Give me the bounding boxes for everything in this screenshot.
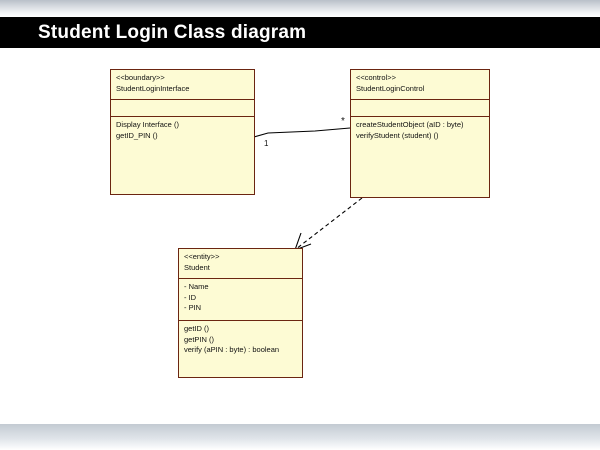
association-target-multiplicity: * [341,116,345,127]
class-attribute: - ID [184,292,197,302]
dependency-control-entity [294,197,363,251]
class-stereotype: <<entity>> [184,252,220,261]
class-operation: Display Interface () [116,120,179,129]
class-operation: verifyStudent (student) () [356,130,439,140]
class-box-studentlogincontrol[interactable]: <<control>> StudentLoginControl createSt… [350,69,490,198]
class-name: StudentLoginInterface [116,83,190,93]
class-attribute: - PIN [184,303,202,312]
class-attributes-student: - Name - ID - PIN [179,278,302,320]
class-attributes-studentlogincontrol [351,99,489,116]
class-header-studentlogincontrol: <<control>> StudentLoginControl [351,70,489,99]
class-operations-studentlogincontrol: createStudentObject (aID : byte) verifyS… [351,116,489,197]
slide-top-gradient-strip [0,0,600,17]
class-attribute: - Name [184,282,209,291]
class-attributes-studentlogininterface [111,99,254,116]
class-box-studentlogininterface[interactable]: <<boundary>> StudentLoginInterface Displ… [110,69,255,195]
class-operations-student: getID () getPIN () verify (aPIN : byte) … [179,320,302,379]
class-stereotype: <<boundary>> [116,73,165,82]
slide-bottom-gradient-band [0,424,600,450]
class-name: Student [184,262,210,272]
class-operation: createStudentObject (aID : byte) [356,120,464,129]
class-operation: getPIN () [184,334,215,344]
association-source-multiplicity: 1 [264,139,269,148]
class-operation: getID () [184,324,210,333]
page-title: Student Login Class diagram [38,22,307,43]
slide-title-band [0,17,600,48]
class-operations-studentlogininterface: Display Interface () getID_PIN () [111,116,254,194]
class-operation: verify (aPIN : byte) : boolean [184,345,280,354]
association-boundary-control [253,127,351,138]
class-stereotype: <<control>> [356,73,397,82]
class-box-student[interactable]: <<entity>> Student - Name - ID - PIN get… [178,248,303,378]
class-name: StudentLoginControl [356,83,425,93]
class-header-studentlogininterface: <<boundary>> StudentLoginInterface [111,70,254,99]
class-header-student: <<entity>> Student [179,249,302,278]
class-operation: getID_PIN () [116,130,158,140]
